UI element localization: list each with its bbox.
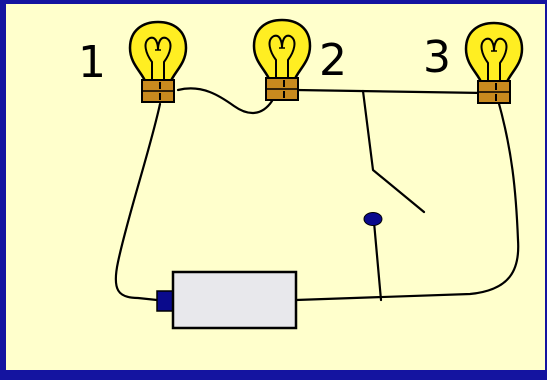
light-bulb-icon (252, 18, 312, 101)
bulb-2-label: 2 (319, 35, 347, 86)
battery-terminal (156, 290, 175, 312)
wire-bulb1-to-bulb2 (176, 87, 274, 114)
switch-contact (363, 212, 383, 226)
bulb-1: 1 (78, 20, 188, 103)
wire-battery-to-bulb3 (294, 98, 520, 302)
bulb-3: 3 (423, 21, 524, 104)
wire-switch-contact-down (372, 220, 383, 302)
wire-switch-blade (361, 89, 426, 214)
light-bulb-icon (464, 21, 524, 104)
battery-body (171, 270, 298, 330)
bulb-3-label: 3 (423, 32, 451, 83)
bulb-2: 2 (252, 18, 347, 101)
battery-icon (156, 270, 298, 330)
wires (114, 87, 520, 302)
wire-bulb2-to-bulb3 (294, 88, 486, 95)
bulb-1-label: 1 (78, 37, 106, 88)
light-bulb-icon (128, 20, 188, 103)
wire-bulb1-to-battery (114, 102, 162, 302)
